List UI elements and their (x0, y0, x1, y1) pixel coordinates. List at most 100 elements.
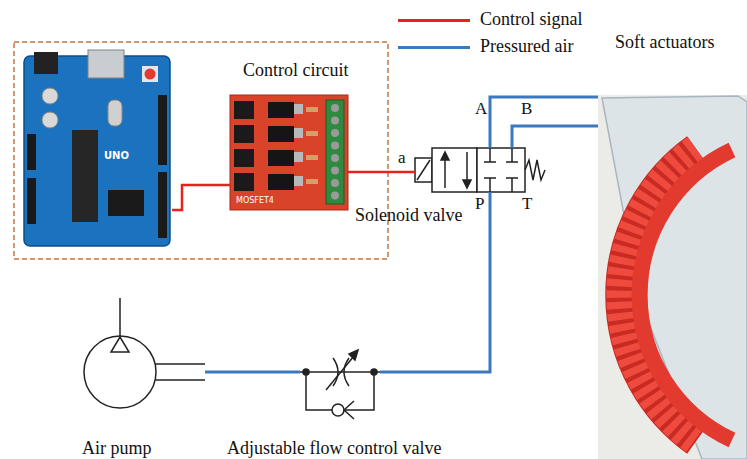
mosfet-board-part (306, 107, 318, 112)
soft-actuator-photo-part (602, 96, 747, 459)
mosfet-board-part (326, 100, 344, 204)
node-label: Control circuit (243, 60, 348, 82)
group-outline-part (14, 42, 388, 259)
arduino-board: UNO (22, 53, 172, 248)
arduino-board-part (42, 112, 58, 128)
mosfet-board-part (306, 131, 318, 136)
flow-control-valve-symbol-part (326, 356, 354, 390)
node-label: Adjustable flow control valve (227, 438, 441, 459)
arduino-board-part (34, 52, 58, 74)
node-label: UNO (104, 150, 129, 162)
mosfet-board-part (331, 117, 339, 125)
flow-control-valve-symbol-part (349, 350, 358, 360)
solenoid-valve-symbol-part (525, 160, 545, 180)
arduino-board-part (145, 69, 156, 80)
arduino-board-part (27, 134, 36, 170)
port-label: T (522, 194, 532, 214)
solenoid-valve-symbol-part (432, 148, 477, 192)
soft-actuator-photo-part (640, 150, 732, 440)
arduino-board-part (158, 95, 167, 165)
solenoid-valve-symbol (415, 148, 545, 192)
mosfet-board-part (234, 101, 254, 119)
mosfet-board-part (331, 154, 339, 162)
mosfet-board-part (234, 173, 254, 191)
mosfet-board-part (294, 104, 303, 114)
flow-control-valve: Adjustable flow control valve (300, 335, 380, 425)
air-hose (205, 371, 300, 374)
solenoid-valve-symbol-part (466, 152, 468, 184)
solenoid-valve-symbol-part (417, 160, 430, 180)
flow-control-valve-symbol-part (332, 404, 344, 416)
mosfet-board-part (331, 179, 339, 187)
node-label: Air pump (82, 438, 152, 459)
air-hose (512, 126, 598, 148)
signal-wire (348, 171, 415, 174)
mosfet-board-part (331, 142, 339, 150)
arduino-board-part (24, 56, 170, 246)
air-pump-symbol-part (111, 337, 129, 352)
node-label: MOSFET4 (236, 196, 274, 206)
mosfet-board-part (230, 95, 348, 210)
air-pump: Air pump (82, 334, 205, 410)
mosfet-board-part (268, 150, 294, 166)
solenoid-valve-symbol-part (415, 158, 432, 182)
air-pump-symbol-part (155, 379, 205, 381)
mosfet-board-part (331, 167, 339, 175)
mosfet-board-part (234, 149, 254, 167)
port-label: a (398, 148, 406, 168)
mosfet-board-part (294, 152, 303, 162)
mosfet-board-part (331, 192, 339, 200)
flow-control-valve-symbol-part (303, 369, 309, 375)
signal-wire (172, 185, 230, 210)
arduino-board-part (27, 178, 36, 224)
air-pump-symbol-part (119, 298, 121, 336)
flow-control-valve-symbol-part (344, 401, 354, 419)
solenoid-valve-symbol-part (444, 156, 446, 188)
node-label: Solenoid valve (355, 205, 462, 227)
legend-line-sample (398, 46, 470, 49)
solenoid-valve: Solenoid valve (415, 148, 545, 192)
dashed-group-box: Control circuitUNO MOSFET4 (14, 42, 388, 259)
port-label: A (475, 99, 487, 119)
mosfet-board-part (268, 126, 294, 142)
arduino-board-part (88, 50, 124, 78)
mosfet-board-part (331, 104, 339, 112)
flow-control-valve-symbol-part (333, 358, 338, 386)
solenoid-valve-symbol-part (463, 180, 471, 188)
arduino-board-part (158, 172, 167, 238)
arduino-board-part (142, 66, 158, 82)
arduino-board-part (42, 88, 58, 104)
mosfet-board-part (268, 102, 294, 118)
legend-line-sample (398, 19, 470, 22)
air-pump-symbol-part (84, 336, 156, 408)
port-label: B (521, 99, 532, 119)
solenoid-valve-symbol-part (477, 148, 525, 192)
port-label: P (475, 194, 484, 214)
mosfet-board-part (294, 176, 303, 186)
air-pump-symbol-part (155, 363, 205, 365)
arduino-board-part (72, 130, 98, 222)
mosfet-board-part (294, 128, 303, 138)
flow-control-valve-symbol (300, 350, 380, 419)
mosfet-board: MOSFET4 (230, 95, 348, 210)
air-hose (490, 97, 598, 148)
soft-actuators: Soft actuators (598, 95, 747, 459)
legend-text: Pressured air (480, 36, 573, 58)
soft-actuator-photo-part (598, 95, 747, 459)
arduino-board (24, 50, 170, 246)
group-outline (14, 42, 388, 259)
soft-actuator-photo (598, 95, 747, 459)
arduino-board-part (108, 100, 122, 126)
mosfet-board-part (331, 129, 339, 137)
legend-text: Control signal (480, 9, 583, 31)
mosfet-board-part (306, 155, 318, 160)
flow-control-valve-symbol-part (371, 369, 377, 375)
mosfet-board-part (234, 125, 254, 143)
solenoid-valve-symbol-part (484, 148, 518, 192)
arduino-board-part (108, 190, 144, 216)
node-label: Soft actuators (615, 32, 714, 54)
